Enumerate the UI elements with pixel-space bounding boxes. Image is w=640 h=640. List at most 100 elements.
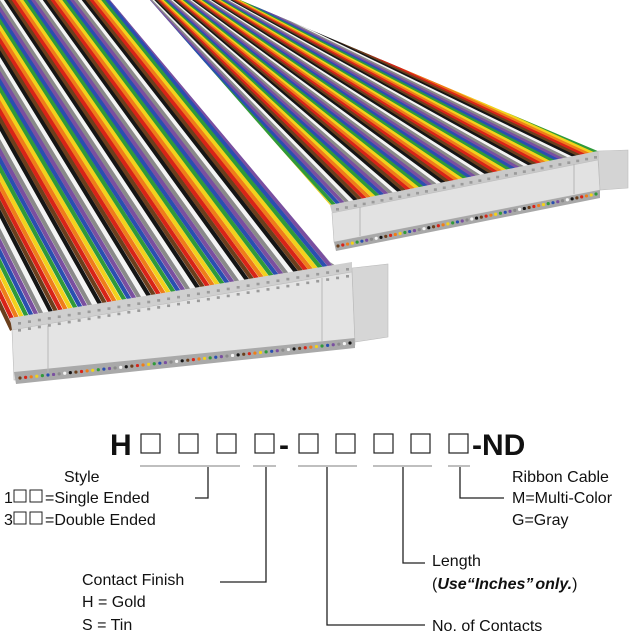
connector-wire-end <box>46 373 50 377</box>
connector-wire-end <box>23 375 28 380</box>
ribbon-wire <box>0 0 44 326</box>
connector-wire-end <box>489 213 493 217</box>
connector-hole <box>567 161 571 164</box>
connector-hole <box>117 305 121 309</box>
connector-wire-end <box>253 351 257 355</box>
ribbon-wire <box>0 0 152 308</box>
connector-hole <box>186 301 190 304</box>
connector-wire-end <box>219 355 223 359</box>
connector-wire-end <box>570 197 574 201</box>
ribbon-wire <box>63 0 290 285</box>
connector-wire-end <box>119 365 123 369</box>
ribbon-wire <box>74 0 305 282</box>
ribbon-wire <box>0 0 123 313</box>
connector-wire-end <box>18 376 22 380</box>
connector-hole <box>256 289 260 293</box>
connector-hole <box>127 304 131 307</box>
ribbon-wire <box>0 0 118 314</box>
connector-hole <box>531 168 535 172</box>
connector-hole <box>137 309 141 312</box>
connector-wire-end <box>152 362 156 366</box>
connector-wire-end <box>532 204 536 209</box>
connector-wire-end <box>242 352 246 356</box>
style-leader <box>195 467 209 499</box>
connector-wire-end <box>29 375 33 379</box>
style-option-1-text: =Single Ended <box>45 490 150 507</box>
connector-hole <box>407 193 411 197</box>
ribbon-wire <box>78 0 310 281</box>
connector-wire-end <box>580 195 584 199</box>
connector-wire-end <box>403 230 407 235</box>
ribbon-wire <box>44 0 265 289</box>
connector-wire-end <box>96 368 100 372</box>
ribbon-wire <box>0 0 133 311</box>
length-legend: Length (Use“Inches”only.) <box>432 553 577 593</box>
connector-wire-end <box>208 356 212 360</box>
connector-hole <box>236 293 240 296</box>
ribbon-gray: G=Gray <box>512 512 568 529</box>
ribbon-wire <box>0 0 167 306</box>
ribbon-wire <box>0 0 83 320</box>
ribbon-wire <box>0 0 172 305</box>
ribbon-wire <box>0 0 157 307</box>
connector-wire-end <box>63 371 67 375</box>
connector-hole <box>316 279 320 283</box>
ribbon-multicolor: M=Multi-Color <box>512 490 613 507</box>
connector-wire-end <box>513 208 517 212</box>
ribbon-wire <box>9 0 221 296</box>
connector-hole <box>226 287 230 291</box>
connector-wire-end <box>281 348 285 352</box>
ribbon-wire <box>67 0 295 284</box>
contact-finish-gold: H = Gold <box>82 594 146 611</box>
connector-wire-end <box>135 363 140 368</box>
connector-hole <box>276 286 280 290</box>
connector-hole <box>424 190 428 193</box>
connector-wire-end <box>551 201 555 205</box>
connector-hole <box>147 300 151 304</box>
connector-wire-end <box>470 217 474 221</box>
code-box-style-2 <box>178 433 199 454</box>
connector-hole <box>177 295 181 299</box>
connector-hole <box>296 276 300 279</box>
connector-hole <box>246 284 250 287</box>
connector-wire-end <box>365 238 369 242</box>
ribbon-wire <box>17 0 231 295</box>
connector-wire-end <box>314 344 319 349</box>
ribbon-wire <box>59 0 285 286</box>
connector-hole <box>246 291 250 294</box>
code-box-length-1 <box>373 433 394 454</box>
ribbon-wire <box>0 0 137 311</box>
connector-wire-end <box>479 215 483 219</box>
connector-hole <box>353 204 357 208</box>
connector-wire-end <box>175 359 179 363</box>
length-leader <box>402 467 425 564</box>
rear-connector <box>330 149 629 251</box>
connector-wire-end <box>292 347 296 351</box>
connector-hole <box>47 317 51 320</box>
connector-hole <box>236 286 240 289</box>
connector-wire-end <box>102 367 106 371</box>
ribbon-wire <box>51 0 275 287</box>
connector-wire-end <box>565 198 569 202</box>
connector-hole <box>594 156 597 159</box>
code-box-length-2 <box>410 433 431 454</box>
contact-finish-legend: Contact Finish H = Gold S = Tin <box>82 572 184 634</box>
connector-hole <box>380 199 384 202</box>
connector-hole <box>416 191 420 195</box>
connector-hole <box>296 283 300 286</box>
connector-wire-end <box>230 353 235 358</box>
connector-hole <box>576 159 580 163</box>
ribbon-cable-photo <box>0 0 629 384</box>
connector-wire-end <box>422 227 426 231</box>
front-connector <box>10 262 389 384</box>
connector-wire-end <box>374 236 378 240</box>
ribbon-wire <box>0 0 192 301</box>
connector-hole <box>460 182 464 186</box>
ribbon-wire <box>0 0 187 302</box>
ribbon-wire <box>90 0 325 279</box>
connector-wire-end <box>537 203 541 208</box>
style-option-1-box-a <box>13 489 27 503</box>
connector-hole <box>398 195 402 199</box>
connector-hole <box>316 272 320 276</box>
